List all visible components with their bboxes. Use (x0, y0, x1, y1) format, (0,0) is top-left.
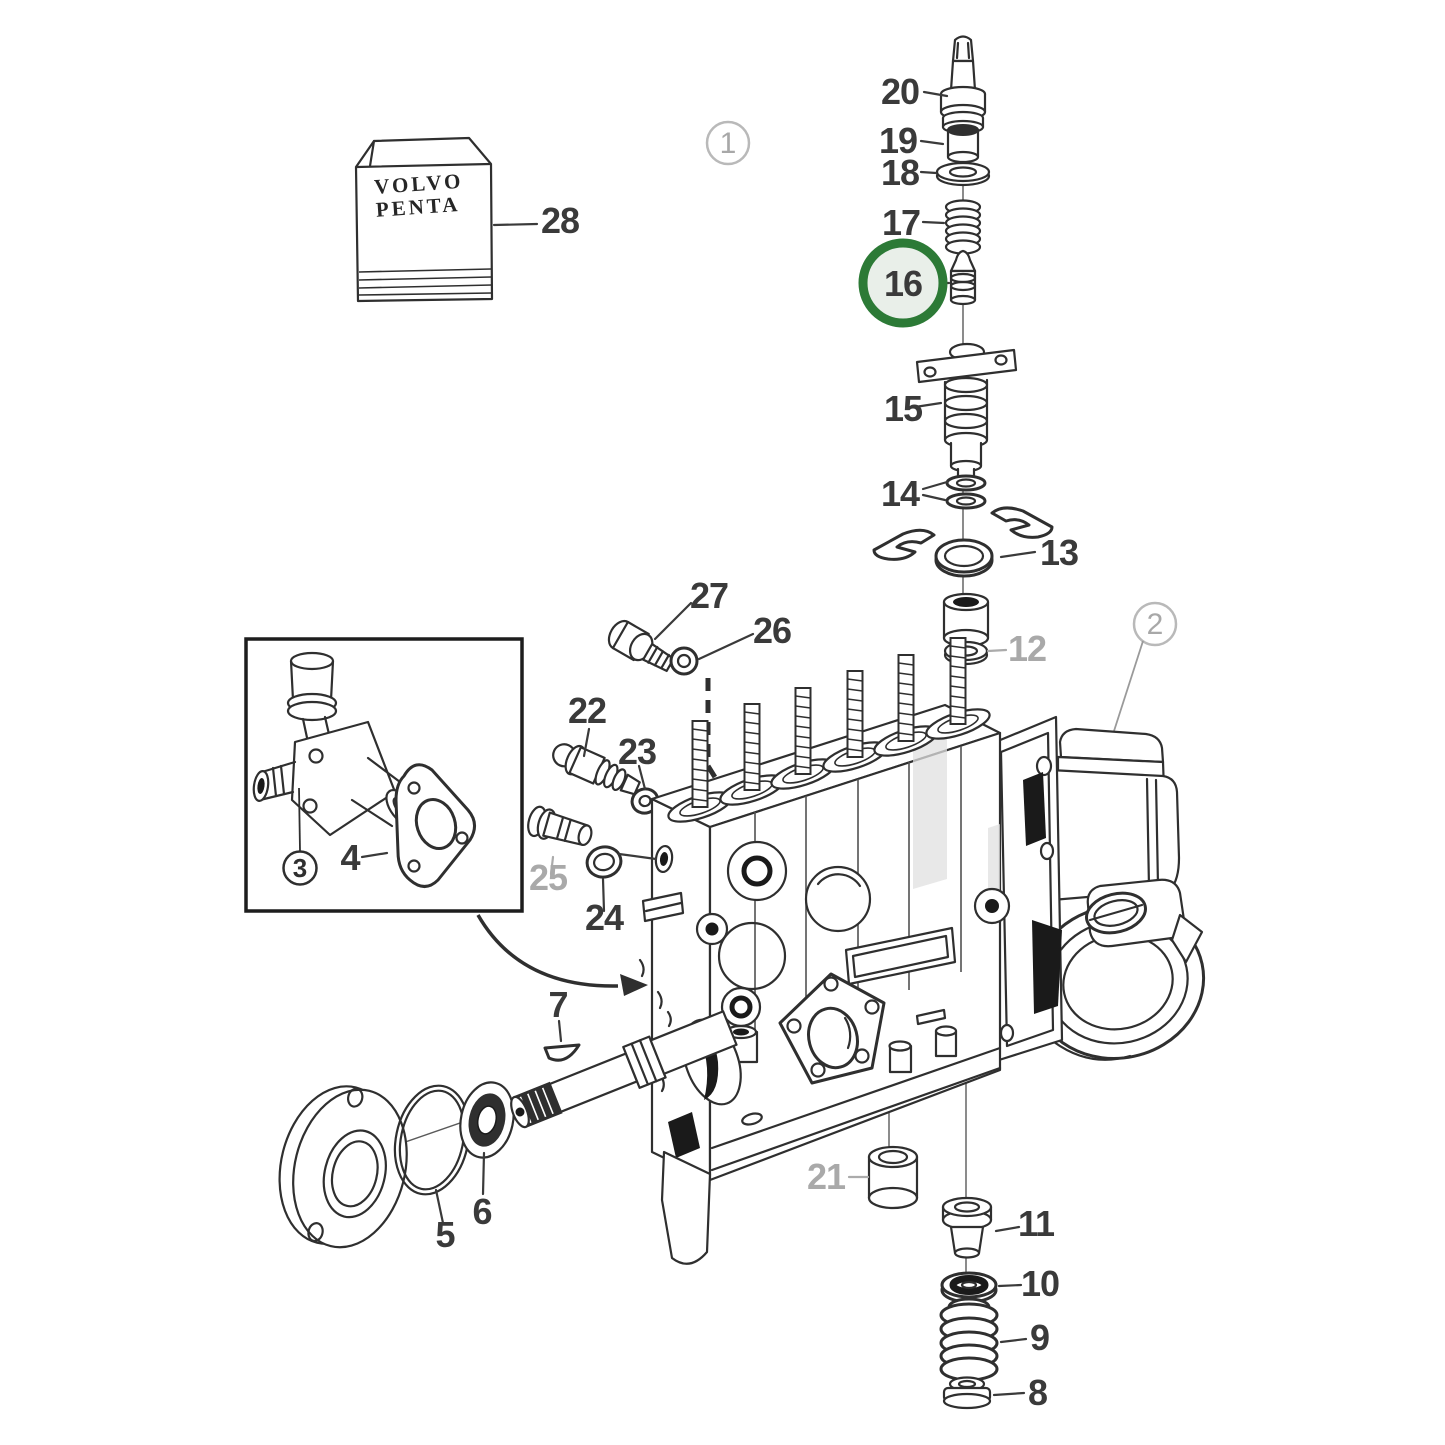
label-25: 25 (529, 857, 568, 898)
ref3-number: 3 (293, 853, 307, 883)
seat-part10 (940, 1271, 998, 1304)
assembly-ref-2: 2 (1113, 601, 1178, 732)
clip-right (990, 506, 1054, 539)
label-27: 27 (690, 575, 728, 616)
spring-part17 (944, 199, 982, 255)
label-20: 20 (881, 71, 919, 112)
front-face-details (695, 840, 1011, 1126)
label-17: 17 (882, 202, 920, 243)
gasket-part4 (394, 763, 476, 888)
valve-part16 (949, 249, 977, 306)
label-23: 23 (618, 731, 656, 772)
assembly-ref-3: 3 (282, 787, 318, 886)
label-8: 8 (1028, 1372, 1047, 1413)
leader-lines (360, 90, 1037, 1397)
ring-part24 (585, 845, 623, 879)
ref1-number: 1 (720, 127, 737, 160)
injection-pump-body (638, 637, 1011, 1265)
label-22: 22 (568, 690, 606, 731)
fitting-part22 (552, 743, 641, 796)
spring-part9 (939, 1297, 999, 1382)
label-26: 26 (753, 610, 791, 651)
label-6: 6 (472, 1191, 491, 1232)
label-5: 5 (435, 1214, 455, 1255)
label-9: 9 (1030, 1317, 1049, 1358)
label-4: 4 (340, 837, 360, 878)
instruction-packet-part28: VOLVO PENTA (354, 136, 494, 303)
holder-part15 (915, 342, 1018, 484)
drive-flange (278, 1085, 408, 1249)
seal-part6 (459, 1081, 515, 1159)
label-15: 15 (884, 388, 923, 429)
ring-part13 (934, 538, 994, 578)
label-7: 7 (548, 984, 567, 1025)
plunger-part11 (941, 1196, 993, 1259)
label-28: 28 (541, 200, 579, 241)
part-labels: 28 20 19 18 17 16 15 14 13 12 27 26 22 2… (340, 71, 1079, 1413)
label-10: 10 (1021, 1263, 1059, 1304)
label-12: 12 (1008, 628, 1046, 669)
label-11: 11 (1018, 1203, 1055, 1244)
feed-pump-part3 (252, 651, 419, 837)
union-part20 (939, 35, 987, 135)
sleeve-part19 (946, 124, 980, 164)
highlight-circle-part16 (858, 238, 948, 328)
label-21: 21 (807, 1156, 846, 1197)
bolt-part25 (527, 805, 593, 847)
seat-part8 (942, 1376, 992, 1410)
clip-left (872, 528, 936, 561)
washers-part14 (945, 474, 987, 510)
inset-box-feed-pump: 3 (244, 637, 524, 913)
governor-housing-part2 (1030, 727, 1206, 1061)
label-24: 24 (585, 897, 624, 938)
drive-shaft (510, 1010, 738, 1129)
brand-line2: PENTA (375, 192, 461, 222)
washer-part18 (935, 161, 991, 187)
key-part7 (543, 1043, 581, 1062)
bolt-part27 (607, 619, 675, 673)
assembly-ref-1: 1 (705, 120, 751, 166)
label-18: 18 (881, 152, 919, 193)
rear-mounting-flange (991, 715, 1064, 1062)
label-16-highlighted: 16 (884, 263, 922, 304)
label-19: 19 (879, 120, 917, 161)
inset-arrow (476, 914, 648, 996)
label-13: 13 (1040, 532, 1078, 573)
label-14: 14 (881, 473, 920, 514)
tappet-part21 (867, 1145, 919, 1210)
ref2-number: 2 (1147, 608, 1164, 641)
